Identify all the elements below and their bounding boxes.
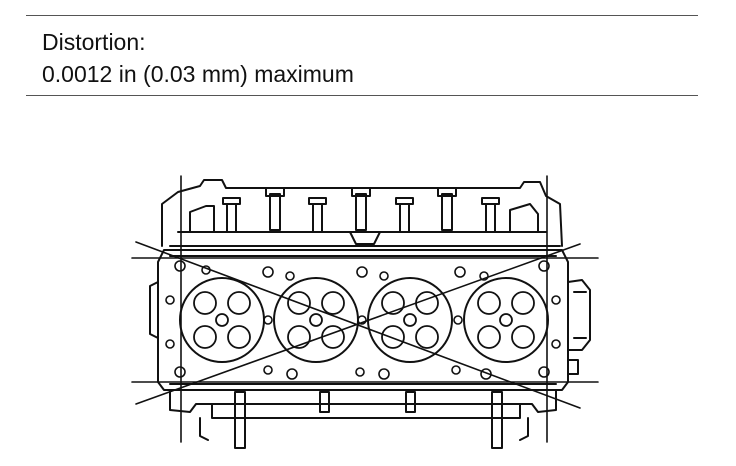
top-studs [222,187,500,233]
straightedge-lines [131,175,599,443]
valve-seats [193,291,535,349]
spec-value: 0.0012 in (0.03 mm) maximum [42,61,354,87]
head-deck-outline [149,249,591,391]
distortion-spec: Distortion: 0.0012 in (0.03 mm) maximum [42,26,354,90]
top-rule [26,15,698,16]
bottom-rule [26,95,698,96]
spec-label: Distortion: [42,29,146,55]
combustion-chambers [179,277,549,363]
deck-holes [165,260,561,380]
camshaft-side-outline [161,179,563,247]
intake-side-outline [169,389,557,449]
